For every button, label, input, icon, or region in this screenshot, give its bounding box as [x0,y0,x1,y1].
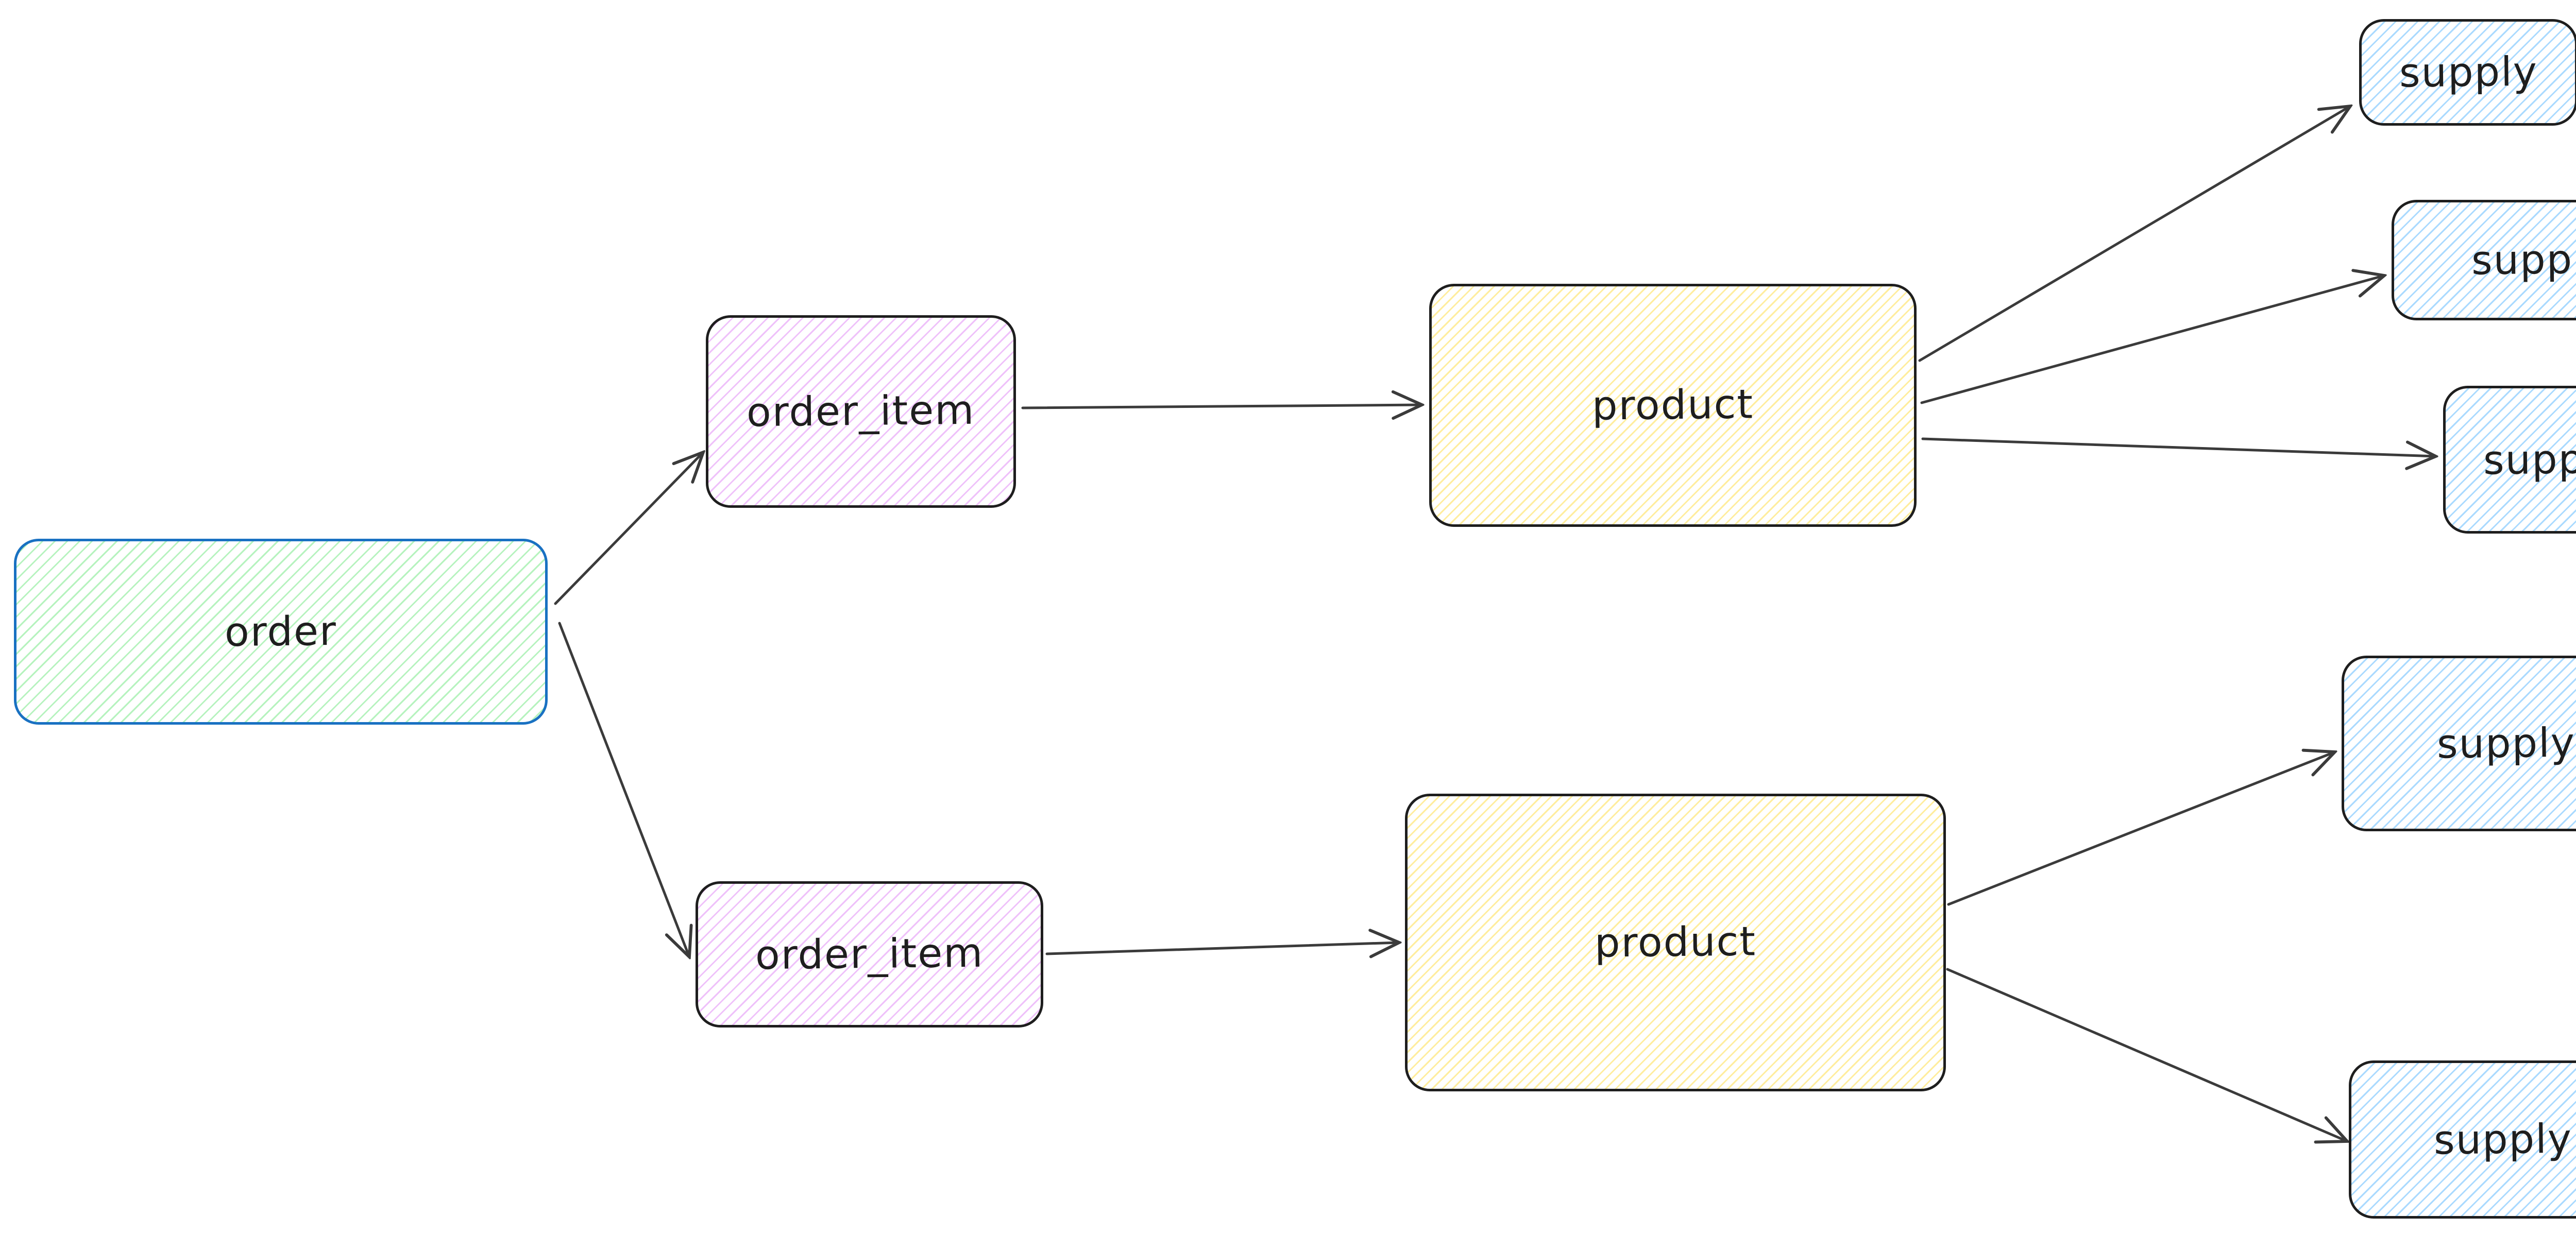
node-order-item-top[interactable]: order_item [706,315,1016,508]
node-supply-3-label: supply [2483,436,2576,484]
node-order-label: order [224,608,337,656]
arrow-order-item-top-to-product-top[interactable] [1021,405,1422,408]
node-supply-2[interactable]: supply [2392,200,2576,320]
arrow-product-top-to-supply-2[interactable] [1920,276,2384,404]
node-supply-1[interactable]: supply [2359,19,2576,126]
node-supply-1-label: supply [2399,48,2538,96]
node-order-item-bottom[interactable]: order_item [696,881,1043,1028]
node-order-item-bottom-label: order_item [755,930,984,979]
arrow-order-to-order-item-bottom[interactable] [558,622,689,957]
arrow-order-to-order-item-top[interactable] [554,452,703,605]
arrow-order-item-bottom-to-product-bottom[interactable] [1045,943,1399,954]
node-product-bottom-label: product [1594,918,1757,967]
node-supply-4-label: supply [2436,720,2576,767]
node-product-top-label: product [1591,381,1754,430]
node-supply-5[interactable]: supply [2349,1060,2576,1219]
arrow-product-top-to-supply-3[interactable] [1921,437,2436,456]
node-order[interactable]: order [14,539,548,725]
node-supply-2-label: supply [2471,236,2576,284]
node-order-item-top-label: order_item [746,387,976,436]
arrow-product-bottom-to-supply-4[interactable] [1947,752,2335,906]
node-product-top[interactable]: product [1429,284,1917,527]
arrow-product-top-to-supply-1[interactable] [1918,106,2350,362]
node-supply-3[interactable]: supply [2443,386,2576,534]
node-supply-5-label: supply [2433,1116,2572,1163]
node-product-bottom[interactable]: product [1405,794,1946,1091]
node-supply-4[interactable]: supply [2342,656,2576,831]
arrow-product-bottom-to-supply-5[interactable] [1946,968,2347,1141]
